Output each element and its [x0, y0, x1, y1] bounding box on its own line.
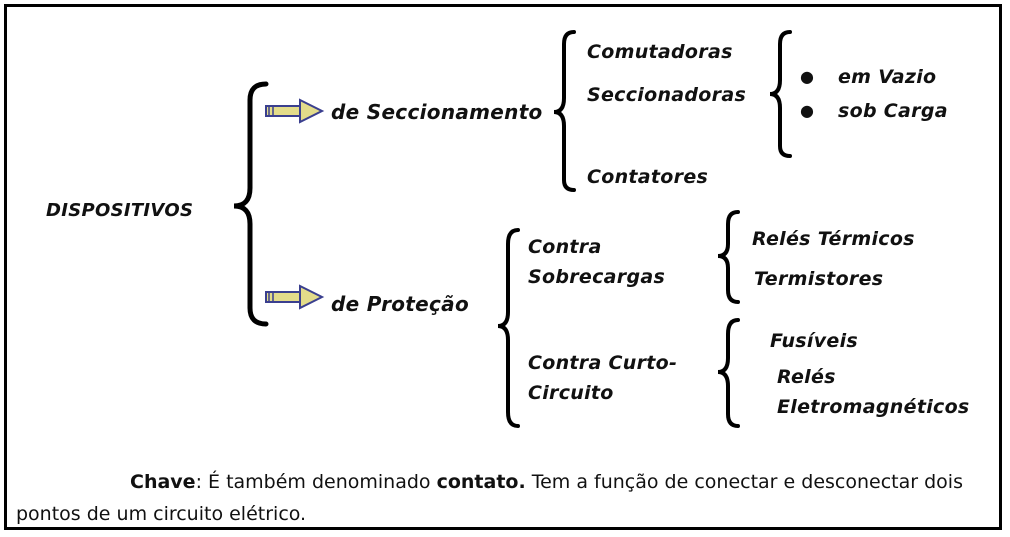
protecao-brace: [497, 228, 520, 428]
sobrecargas-brace: [717, 210, 740, 304]
item-reles: Relés: [777, 366, 836, 388]
group-sobrecargas-line1: Contra: [528, 236, 602, 258]
item-comutadoras: Comutadoras: [587, 41, 733, 63]
note-text1: : É também denominado: [195, 471, 437, 493]
note-line2: pontos de um circuito elétrico.: [16, 503, 307, 525]
sub-sob-carga: sob Carga: [838, 100, 948, 122]
group-sobrecargas-line2: Sobrecargas: [528, 266, 666, 288]
arrow-icon: [265, 284, 325, 310]
note-line1-end: Tem a função de conectar e desconectar d…: [525, 471, 963, 493]
diagram-frame: [4, 4, 1002, 530]
item-termistores: Termistores: [754, 268, 884, 290]
sub-em-vazio: em Vazio: [838, 66, 937, 88]
note-line1: Chave: É também denominado contato. Tem …: [130, 471, 963, 493]
bullet-icon: ●: [800, 67, 814, 86]
branch-protecao: de Proteção: [331, 292, 470, 316]
root-label: DISPOSITIVOS: [46, 200, 194, 221]
item-eletromagneticos: Eletromagnéticos: [777, 396, 970, 418]
item-fusiveis: Fusíveis: [770, 330, 859, 352]
item-contatores: Contatores: [587, 166, 709, 188]
item-seccionadoras: Seccionadoras: [587, 84, 747, 106]
branch-seccionamento: de Seccionamento: [331, 100, 543, 124]
bullet-icon: ●: [800, 101, 814, 120]
note-term: Chave: [130, 471, 196, 493]
subtype-brace: [769, 30, 792, 158]
seccionamento-brace: [553, 30, 576, 192]
group-curto-line1: Contra Curto-: [528, 352, 678, 374]
group-curto-line2: Circuito: [528, 382, 614, 404]
item-reles-termicos: Relés Térmicos: [752, 228, 915, 250]
root-brace: [233, 81, 269, 327]
curto-brace: [717, 318, 740, 428]
note-bold2: contato.: [436, 471, 526, 493]
arrow-icon: [265, 98, 325, 124]
